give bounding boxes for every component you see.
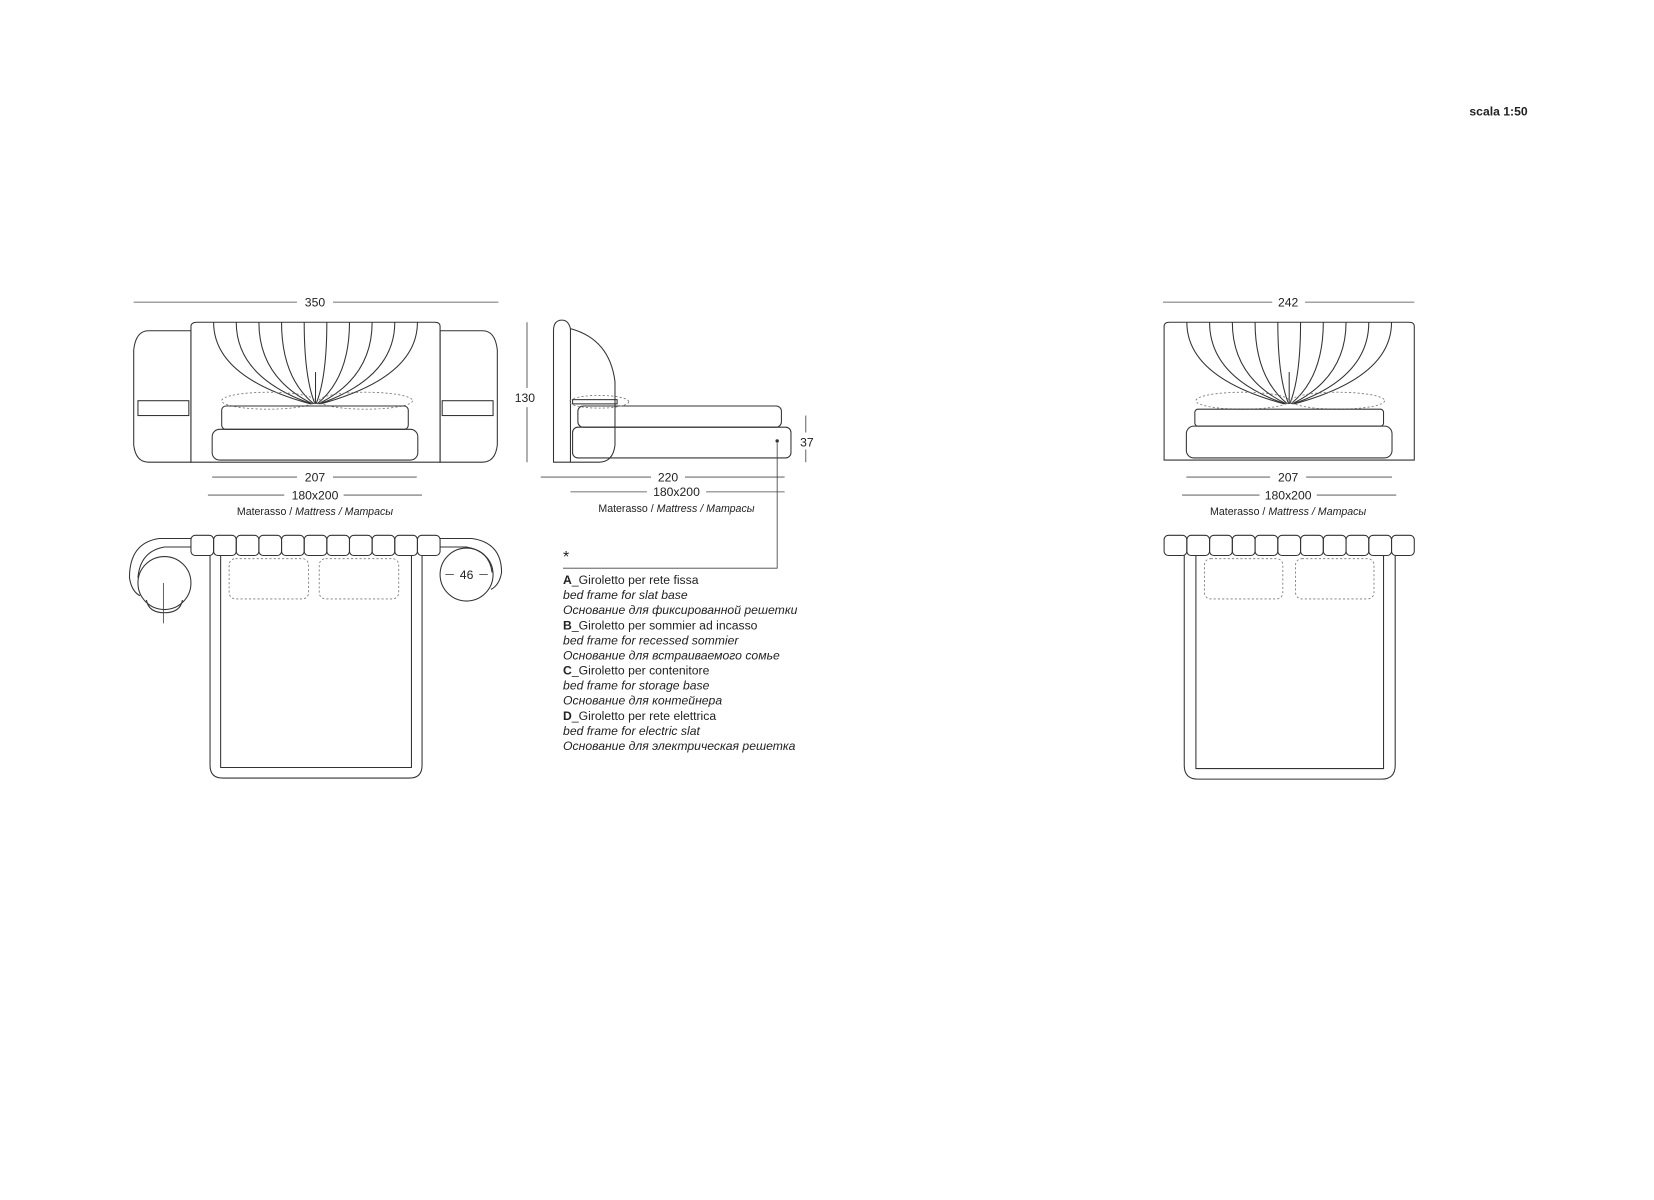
headboard-segment bbox=[1277, 534, 1302, 557]
headboard-segment bbox=[1322, 534, 1347, 557]
legend-marker: * bbox=[563, 549, 569, 566]
dim-inner-width-right: 207 bbox=[1278, 470, 1299, 484]
headboard-channel bbox=[235, 322, 312, 405]
legend-item-en: bed frame for electric slat bbox=[563, 724, 700, 738]
left-top-view: 46 bbox=[128, 534, 503, 779]
headboard-channel bbox=[258, 322, 313, 405]
dim-base-height: 37 bbox=[800, 435, 814, 449]
headboard-segment bbox=[190, 534, 215, 557]
dim-nightstand: 46 bbox=[460, 568, 474, 582]
legend-item-d: D_Giroletto per rete elettrica bbox=[563, 709, 716, 723]
headboard-segment bbox=[326, 534, 351, 557]
headboard-segment bbox=[1368, 534, 1393, 557]
headboard-segment bbox=[1231, 534, 1256, 557]
dim-depth: 220 bbox=[658, 470, 679, 484]
dim-front-width-right: 242 bbox=[1278, 295, 1299, 309]
scale-label: scala 1:50 bbox=[1469, 105, 1527, 119]
legend-item-b: B_Giroletto per sommier ad incasso bbox=[563, 618, 758, 632]
headboard-channel bbox=[319, 322, 396, 405]
headboard-channel bbox=[1231, 322, 1287, 405]
side-view: 130 37 220 180x200 Materasso / Mattress … bbox=[515, 319, 814, 569]
headboard-channel bbox=[303, 322, 316, 405]
headboard-segment bbox=[371, 534, 396, 557]
headboard-channel bbox=[281, 322, 315, 405]
legend-item-c: C_Giroletto per contenitore bbox=[563, 664, 710, 678]
left-front-view: 350 207 180x200 Materasso / Mattress / М… bbox=[133, 295, 499, 518]
headboard-channel bbox=[320, 322, 418, 405]
legend-item-ru: Основание для встраиваемого сомье bbox=[563, 648, 780, 662]
dim-mattress-size-side: 180x200 bbox=[653, 485, 700, 499]
dim-height: 130 bbox=[515, 391, 536, 405]
headboard-segment bbox=[1254, 534, 1279, 557]
mattress-label: Materasso / Mattress / Матрасы bbox=[237, 506, 393, 518]
right-top-view bbox=[1163, 534, 1415, 780]
headboard-segment bbox=[1186, 534, 1211, 557]
legend-item-en: bed frame for storage base bbox=[563, 679, 710, 693]
headboard-channel bbox=[1291, 322, 1347, 405]
headboard-channel bbox=[316, 322, 351, 405]
headboard-channel bbox=[315, 322, 328, 405]
headboard-segment bbox=[235, 534, 260, 557]
headboard-segment bbox=[1391, 534, 1415, 557]
legend-item-ru: Основание для электрическая решетка bbox=[563, 739, 796, 753]
headboard-channel bbox=[1254, 322, 1288, 405]
headboard-channel bbox=[318, 322, 373, 405]
headboard-channel bbox=[1277, 322, 1290, 405]
headboard-segment bbox=[1300, 534, 1324, 557]
headboard-channel bbox=[1292, 322, 1370, 405]
headboard-segment bbox=[416, 534, 441, 557]
headboard-segment bbox=[213, 534, 237, 557]
legend-item-en: bed frame for recessed sommier bbox=[563, 633, 739, 647]
headboard-segment bbox=[281, 534, 305, 557]
legend-item-en: bed frame for slat base bbox=[563, 588, 688, 602]
dim-front-width: 350 bbox=[305, 295, 326, 309]
headboard-segment bbox=[1345, 534, 1370, 557]
headboard-segment bbox=[348, 534, 373, 557]
mattress-label-right: Materasso / Mattress / Матрасы bbox=[1210, 506, 1366, 518]
headboard-channel bbox=[1209, 322, 1286, 405]
mattress-label-side: Materasso / Mattress / Матрасы bbox=[598, 503, 754, 515]
headboard-segment bbox=[394, 534, 418, 557]
dim-inner-width: 207 bbox=[305, 470, 326, 484]
legend-item-ru: Основание для фиксированной решетки bbox=[563, 603, 798, 617]
right-front-view: 242 207 180x200 Materasso / Mattress / М… bbox=[1163, 295, 1415, 518]
headboard-segment bbox=[303, 534, 328, 557]
dim-mattress-size-right: 180x200 bbox=[1265, 488, 1312, 502]
headboard-channel bbox=[213, 322, 311, 405]
legend-item-ru: Основание для контейнера bbox=[563, 694, 722, 708]
headboard-channel bbox=[1186, 322, 1285, 405]
headboard-segment bbox=[1209, 534, 1233, 557]
headboard-channel bbox=[1294, 322, 1393, 405]
headboard-channel bbox=[1289, 322, 1302, 405]
headboard-channel bbox=[1290, 322, 1324, 405]
dim-mattress-size: 180x200 bbox=[292, 488, 339, 502]
headboard-segment bbox=[1163, 534, 1188, 557]
legend-item-a: A_Giroletto per rete fissa bbox=[563, 573, 699, 587]
headboard-segment bbox=[258, 534, 283, 557]
